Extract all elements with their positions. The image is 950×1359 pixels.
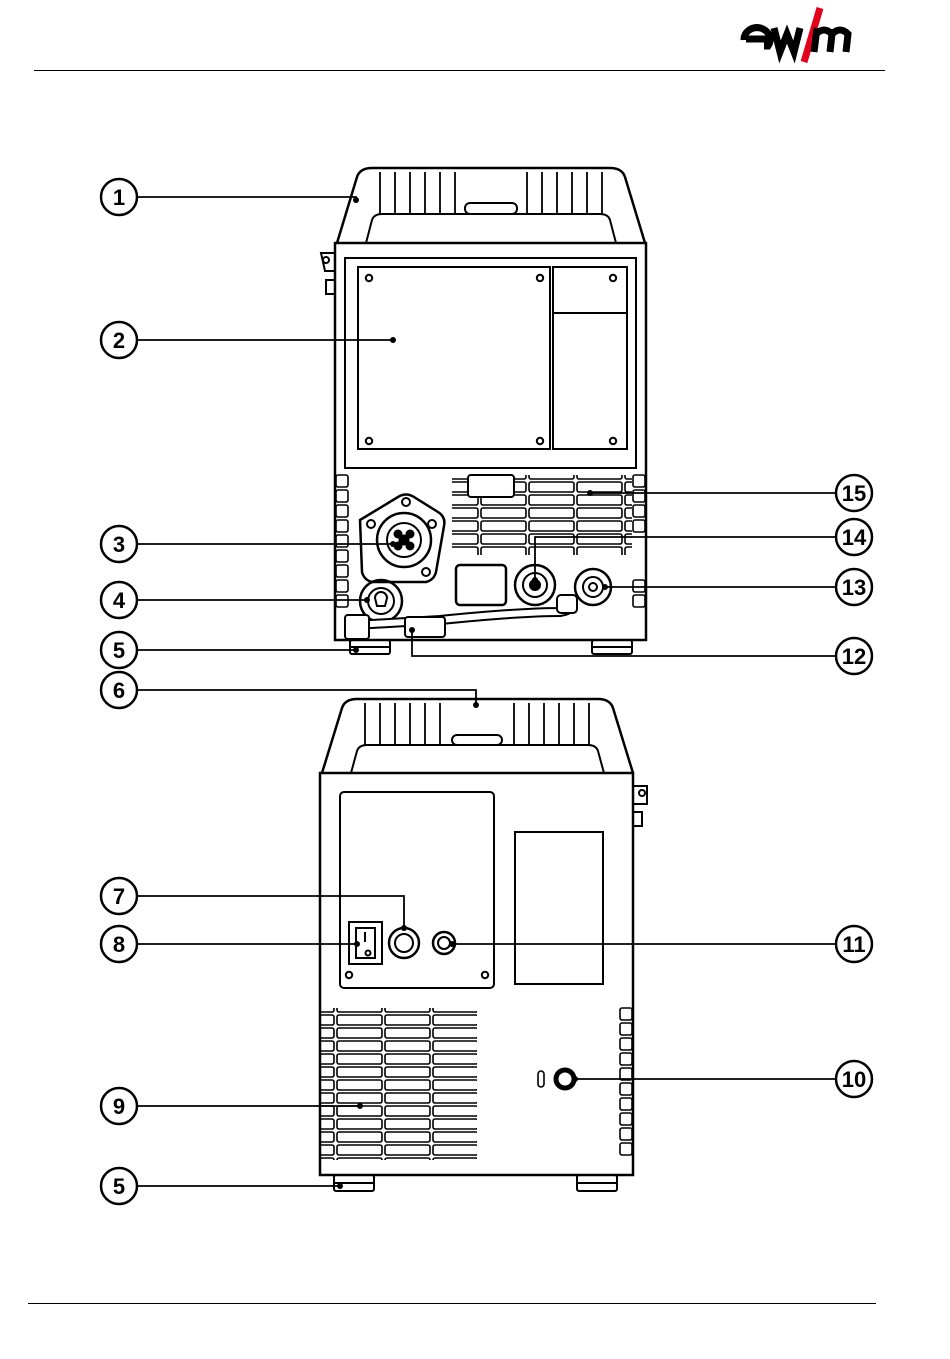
callout-6: 6: [101, 672, 137, 708]
callout-5-rear: 5: [101, 1168, 137, 1204]
callout-label: 1: [113, 185, 125, 210]
callout-2: 2: [101, 322, 137, 358]
rear-vent-grille: [321, 1008, 477, 1160]
leader-lines: [138, 197, 836, 1186]
callout-label: 6: [113, 678, 125, 703]
callout-label: 14: [842, 525, 867, 550]
callout-label: 7: [113, 884, 125, 909]
callout-label: 5: [113, 638, 125, 663]
callout-label: 5: [113, 1174, 125, 1199]
callout-1: 1: [101, 179, 137, 215]
rear-view: [320, 699, 647, 1191]
callout-label: 9: [113, 1094, 125, 1119]
callout-14: 14: [836, 519, 872, 555]
callout-label: 15: [842, 481, 866, 506]
callout-4: 4: [101, 582, 137, 618]
callout-15: 15: [836, 475, 872, 511]
callout-12: 12: [836, 638, 872, 674]
callout-9: 9: [101, 1088, 137, 1124]
callout-label: 2: [113, 328, 125, 353]
socket-7: [389, 928, 419, 958]
callout-5-front: 5: [101, 632, 137, 668]
callout-8: 8: [101, 926, 137, 962]
callout-label: 8: [113, 932, 125, 957]
callout-label: 11: [842, 932, 865, 957]
callout-label: 10: [842, 1067, 866, 1092]
callout-13: 13: [836, 569, 872, 605]
callout-label: 13: [842, 575, 866, 600]
callout-label: 4: [113, 588, 126, 613]
callout-7: 7: [101, 878, 137, 914]
rating-plate: [515, 832, 603, 984]
callout-10: 10: [836, 1061, 872, 1097]
cover-panel: [358, 267, 550, 449]
front-handle: [337, 168, 645, 243]
front-view: [321, 168, 646, 654]
fuse-10: [556, 1070, 574, 1088]
callout-11: 11: [836, 926, 872, 962]
callout-label: 3: [113, 532, 125, 557]
callout-3: 3: [101, 526, 137, 562]
callout-label: 12: [842, 644, 866, 669]
